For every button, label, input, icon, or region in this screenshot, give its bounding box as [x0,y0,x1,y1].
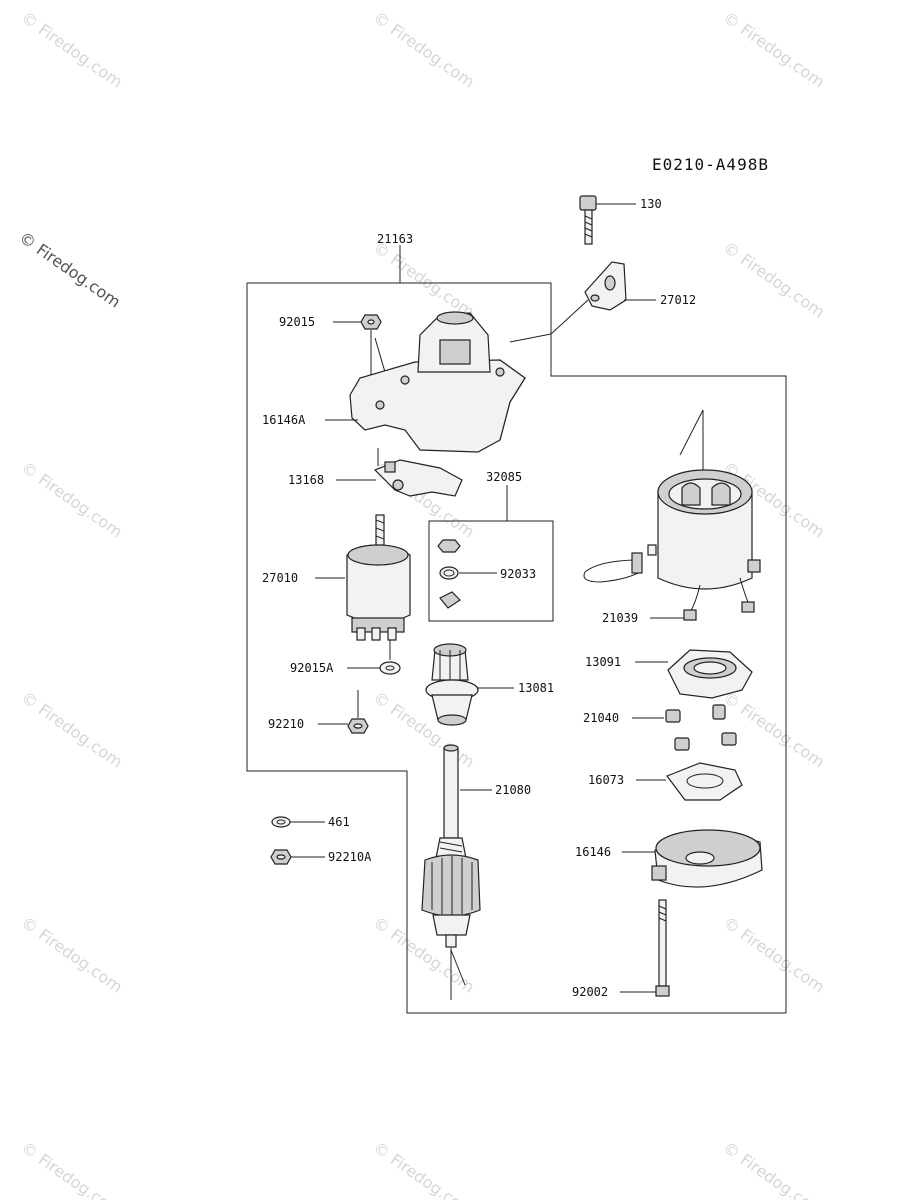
bracket-27012 [509,261,656,343]
watermark: © Firedog.com [18,458,126,542]
part-label-92015: 92015 [279,315,315,329]
part-label-13091: 13091 [585,655,621,669]
part-label-13168: 13168 [288,473,324,487]
watermark: © Firedog.com [370,238,478,322]
armature-21080 [421,744,492,1000]
part-label-21040: 21040 [583,711,619,725]
part-label-92015A: 92015A [290,661,334,675]
watermark: © Firedog.com [18,1138,126,1200]
watermark: © Firedog.com [18,8,126,92]
watermark: © Firedog.com [18,688,126,772]
watermark-primary: © Firedog.com [16,228,124,312]
part-label-27012: 27012 [660,293,696,307]
part-label-13081: 13081 [518,681,554,695]
assembly-frame-21163 [246,245,787,1014]
yoke-21039 [583,409,761,621]
kit-box-32085 [428,485,554,622]
solenoid-27010 [315,514,411,641]
part-label-130: 130 [640,197,662,211]
part-label-16146A: 16146A [262,413,306,427]
nut-92210 [318,690,369,734]
part-label-92002: 92002 [572,985,608,999]
part-label-461: 461 [328,815,350,829]
part-label-21080: 21080 [495,783,531,797]
front-housing-16146A [325,311,526,453]
washer-461 [271,816,325,828]
part-label-21163: 21163 [377,232,413,246]
part-label-92210: 92210 [268,717,304,731]
brush-holder-13091 [635,649,753,699]
watermark: © Firedog.com [720,8,828,92]
part-label-16073: 16073 [588,773,624,787]
part-label-32085: 32085 [486,470,522,484]
washer-92015A [347,640,401,675]
bolt-130 [579,195,636,245]
part-label-21039: 21039 [602,611,638,625]
watermark: © Firedog.com [18,913,126,997]
watermark: © Firedog.com [720,688,828,772]
springs-21040 [632,704,737,751]
nut-92015 [333,314,386,380]
part-label-92033: 92033 [500,567,536,581]
diagram-code: E0210-A498B [652,155,769,174]
watermark: © Firedog.com [370,8,478,92]
watermark: © Firedog.com [720,913,828,997]
plate-16073 [636,762,743,801]
part-label-92210A: 92210A [328,850,372,864]
part-label-27010: 27010 [262,571,298,585]
part-label-16146: 16146 [575,845,611,859]
through-bolt-92002 [620,899,670,997]
lever-13168 [336,448,463,497]
watermark: © Firedog.com [370,1138,478,1200]
rear-cover-16146 [622,829,763,888]
watermark-grid: © Firedog.com © Firedog.com © Firedog.co… [16,8,828,1200]
watermark: © Firedog.com [720,1138,828,1200]
watermark: © Firedog.com [720,238,828,322]
nut-92210A [270,849,325,865]
pinion-13081 [425,643,514,726]
